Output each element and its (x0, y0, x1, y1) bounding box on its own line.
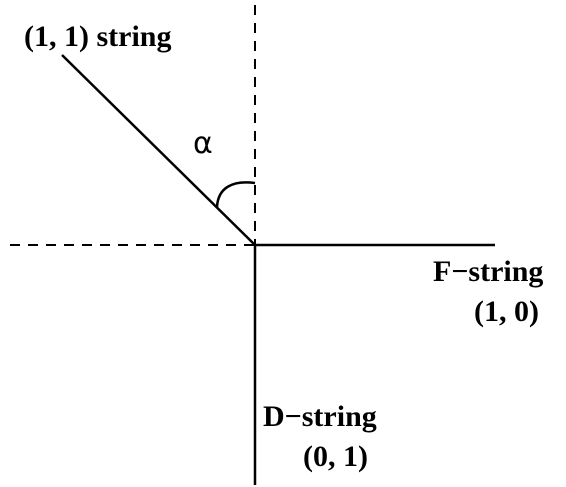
f-string-label: F−string (433, 255, 543, 288)
angle-alpha-arc (215, 181, 256, 208)
one-one-string-label: (1, 1) string (24, 20, 171, 53)
alpha-label: α (193, 126, 213, 161)
d-string-charge-label: (0, 1) (303, 440, 368, 473)
f-string-charge-label: (1, 0) (474, 295, 539, 328)
d-string-label: D−string (263, 400, 377, 433)
one-one-string-line (61, 54, 256, 246)
